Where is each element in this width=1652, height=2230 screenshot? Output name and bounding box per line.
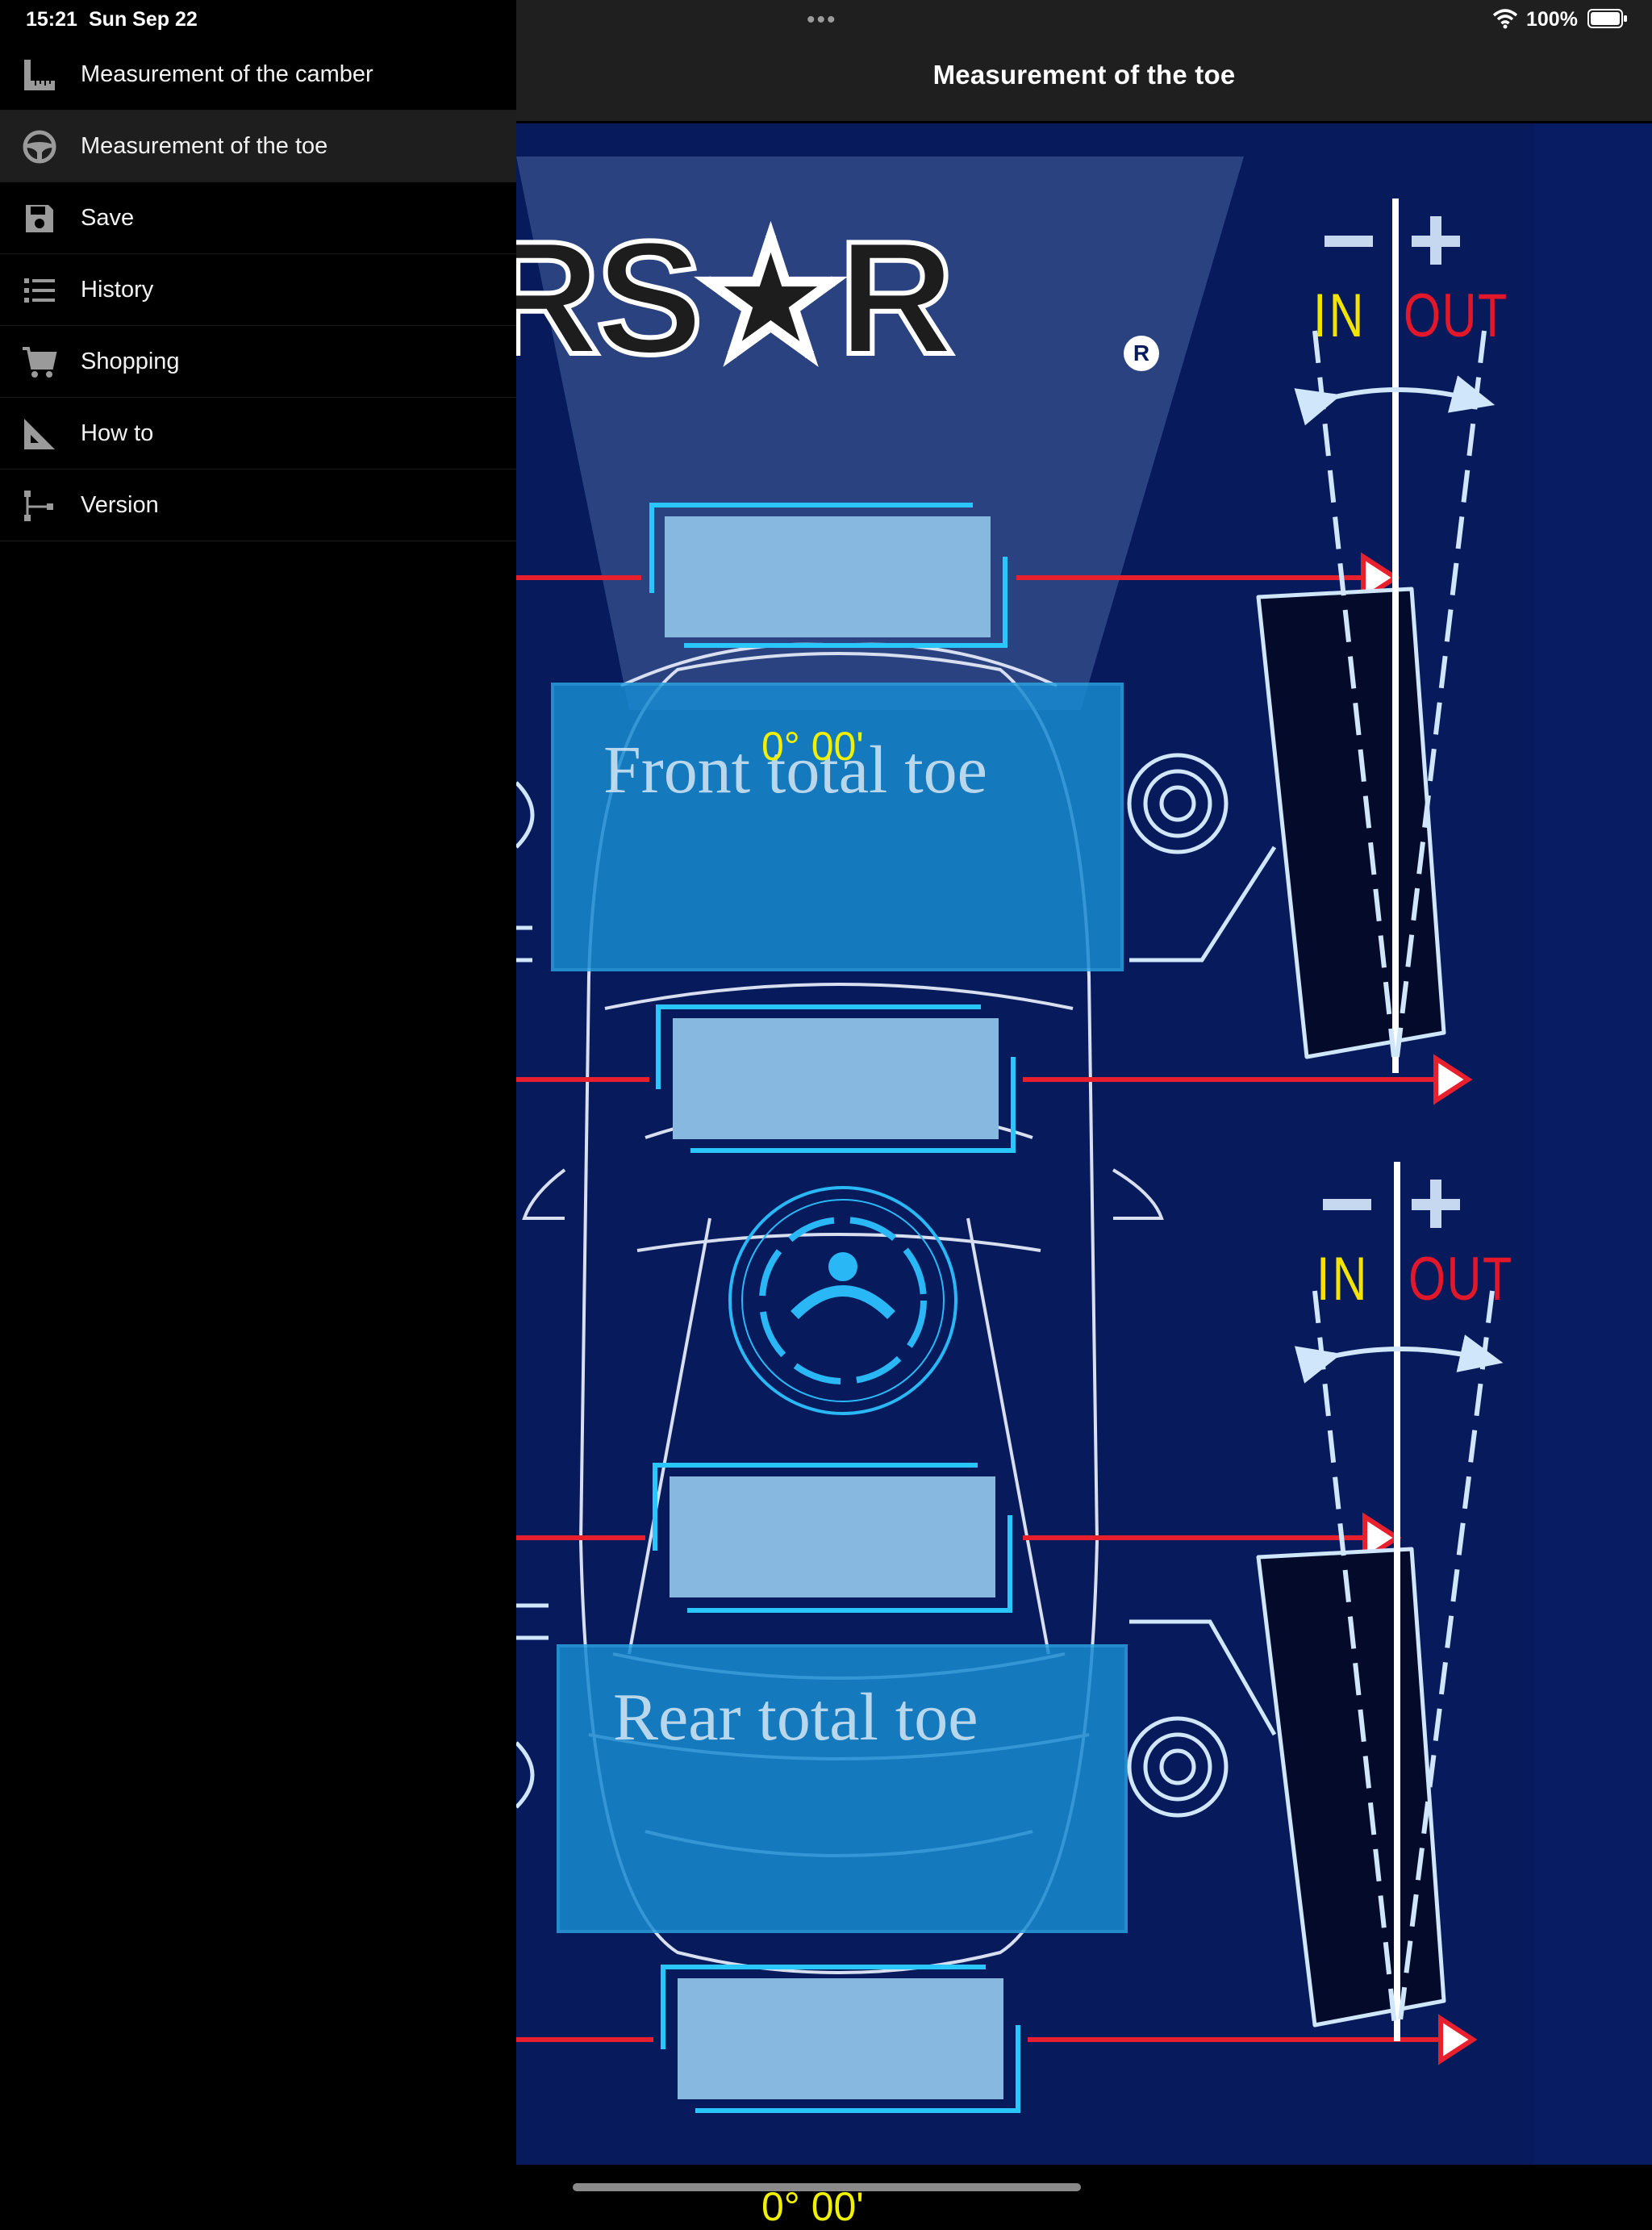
floppy-disk-icon xyxy=(26,205,53,232)
menu-item-camber[interactable]: Measurement of the camber xyxy=(0,39,516,111)
status-time: 15:21 xyxy=(26,8,77,31)
front-in-label: IN xyxy=(1313,282,1366,350)
laser-arrows xyxy=(1361,552,1478,2065)
front-toe-scale xyxy=(1294,198,1496,1073)
home-indicator[interactable] xyxy=(573,2183,1081,2191)
menu-item-toe[interactable]: Measurement of the toe xyxy=(0,111,516,182)
rsr-logo: RS★R xyxy=(482,208,957,388)
cart-icon xyxy=(23,347,57,378)
list-icon xyxy=(24,278,55,303)
multitasking-dots-icon[interactable]: ••• xyxy=(807,6,837,33)
menu-item-version[interactable]: Version xyxy=(0,470,516,541)
menu-label: Shopping xyxy=(81,349,180,374)
navigation-bar: Measurement of the toe xyxy=(516,0,1652,123)
steering-wheel-icon xyxy=(23,130,56,164)
car-toe-diagram xyxy=(515,123,1652,2165)
suspension-mounts xyxy=(515,753,1277,1818)
wifi-icon xyxy=(1492,9,1518,29)
menu-item-save[interactable]: Save xyxy=(0,182,516,254)
battery-icon xyxy=(1587,9,1627,28)
rear-toe-panel xyxy=(557,1644,1128,1933)
registered-mark-icon: R xyxy=(1124,336,1159,371)
laser-lines xyxy=(516,575,1444,2042)
status-bar: 15:21 Sun Sep 22 ••• 100% xyxy=(0,0,1652,39)
menu-list: Measurement of the camber Measurement of… xyxy=(0,39,516,541)
rear-in-label: IN xyxy=(1316,1245,1370,1313)
menu-label: History xyxy=(81,277,154,303)
sensor-blocks xyxy=(649,503,1020,2113)
menu-item-history[interactable]: History xyxy=(0,254,516,326)
rear-out-label: OUT xyxy=(1408,1245,1513,1313)
front-out-label: OUT xyxy=(1404,282,1508,350)
ruler-icon xyxy=(24,60,55,90)
menu-label: How to xyxy=(81,420,154,446)
front-total-toe-label: Front total toe xyxy=(603,733,987,808)
side-menu: Measurement of the camber Measurement of… xyxy=(0,0,516,2204)
set-square-icon xyxy=(24,419,55,449)
status-date: Sun Sep 22 xyxy=(89,8,198,31)
menu-label: Measurement of the camber xyxy=(81,61,373,87)
center-emblem xyxy=(728,1186,957,1415)
menu-label: Save xyxy=(81,205,135,231)
page-title: Measurement of the toe xyxy=(932,60,1236,90)
front-toe-panel xyxy=(551,683,1124,971)
menu-label: Measurement of the toe xyxy=(81,133,328,159)
rear-toe-scale xyxy=(1294,1162,1504,2041)
menu-label: Version xyxy=(81,492,159,518)
menu-item-how-to[interactable]: How to xyxy=(0,398,516,470)
rear-toe-value: 0° 00' xyxy=(761,2184,864,2229)
menu-item-shopping[interactable]: Shopping xyxy=(0,326,516,398)
version-tree-icon xyxy=(24,491,53,521)
rear-total-toe-label: Rear total toe xyxy=(613,1680,978,1755)
battery-percentage: 100% xyxy=(1526,8,1578,31)
front-toe-value: 0° 00' xyxy=(761,724,864,769)
toe-diagram-canvas[interactable]: RS★R R Front total toe 0° 00' Rear total… xyxy=(482,121,1652,2229)
